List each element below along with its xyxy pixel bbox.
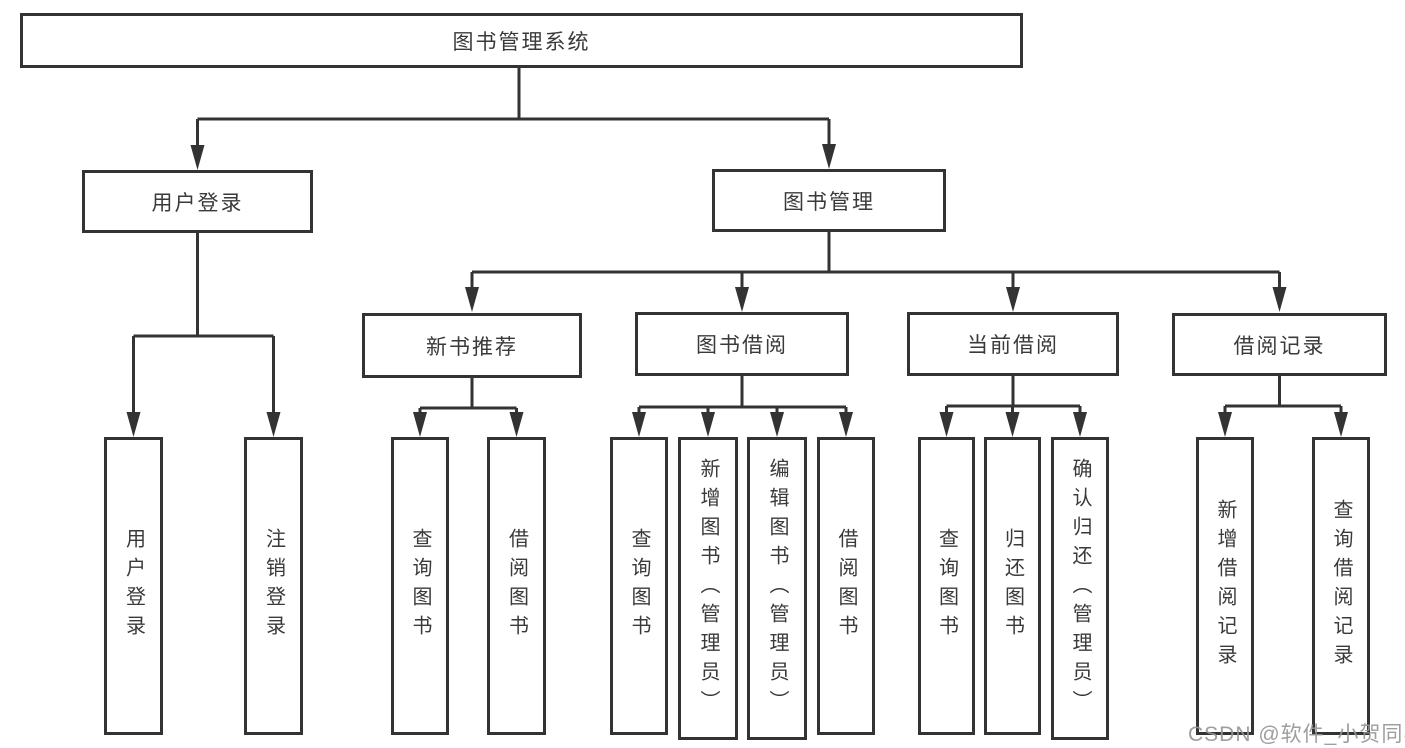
- connector-borrow-record-branch: [1218, 376, 1348, 437]
- node-user-login: 用户登录: [82, 170, 313, 233]
- node-leaf-current-return: 归还图书: [984, 437, 1041, 735]
- node-leaf-newbook-query: 查询图书: [391, 437, 449, 735]
- csdn-watermark: CSDN @软件_小贺同学: [1188, 723, 1405, 746]
- node-leaf-user-login: 用户登录: [104, 437, 163, 735]
- node-root-system: 图书管理系统: [20, 13, 1023, 68]
- connector-new-book-branch: [413, 378, 524, 437]
- node-new-book-recommend: 新书推荐: [362, 313, 582, 378]
- node-leaf-logout: 注销登录: [244, 437, 303, 735]
- node-leaf-current-query: 查询图书: [918, 437, 975, 735]
- connector-book-mgmt-branch: [465, 232, 1287, 312]
- connector-user-login-branch: [126, 233, 281, 437]
- node-current-borrow: 当前借阅: [907, 312, 1119, 376]
- node-leaf-record-add: 新增借阅记录: [1196, 437, 1254, 735]
- node-leaf-newbook-borrow: 借阅图书: [487, 437, 546, 735]
- connector-root-to-level2: [190, 68, 836, 170]
- connector-current-borrow-branch: [939, 376, 1087, 437]
- node-leaf-record-query: 查询借阅记录: [1312, 437, 1370, 735]
- node-book-mgmt: 图书管理: [712, 169, 946, 232]
- connector-book-borrow-branch: [632, 376, 853, 437]
- node-leaf-borrow-edit-admin: 编辑图书（管理员）: [747, 437, 807, 740]
- node-book-borrow: 图书借阅: [635, 312, 849, 376]
- node-leaf-borrow-query: 查询图书: [610, 437, 668, 735]
- node-leaf-borrow-add-admin: 新增图书（管理员）: [678, 437, 738, 740]
- node-leaf-current-confirm-admin: 确认归还（管理员）: [1051, 437, 1109, 740]
- node-borrow-record: 借阅记录: [1172, 313, 1387, 376]
- node-leaf-borrow-borrow: 借阅图书: [817, 437, 875, 735]
